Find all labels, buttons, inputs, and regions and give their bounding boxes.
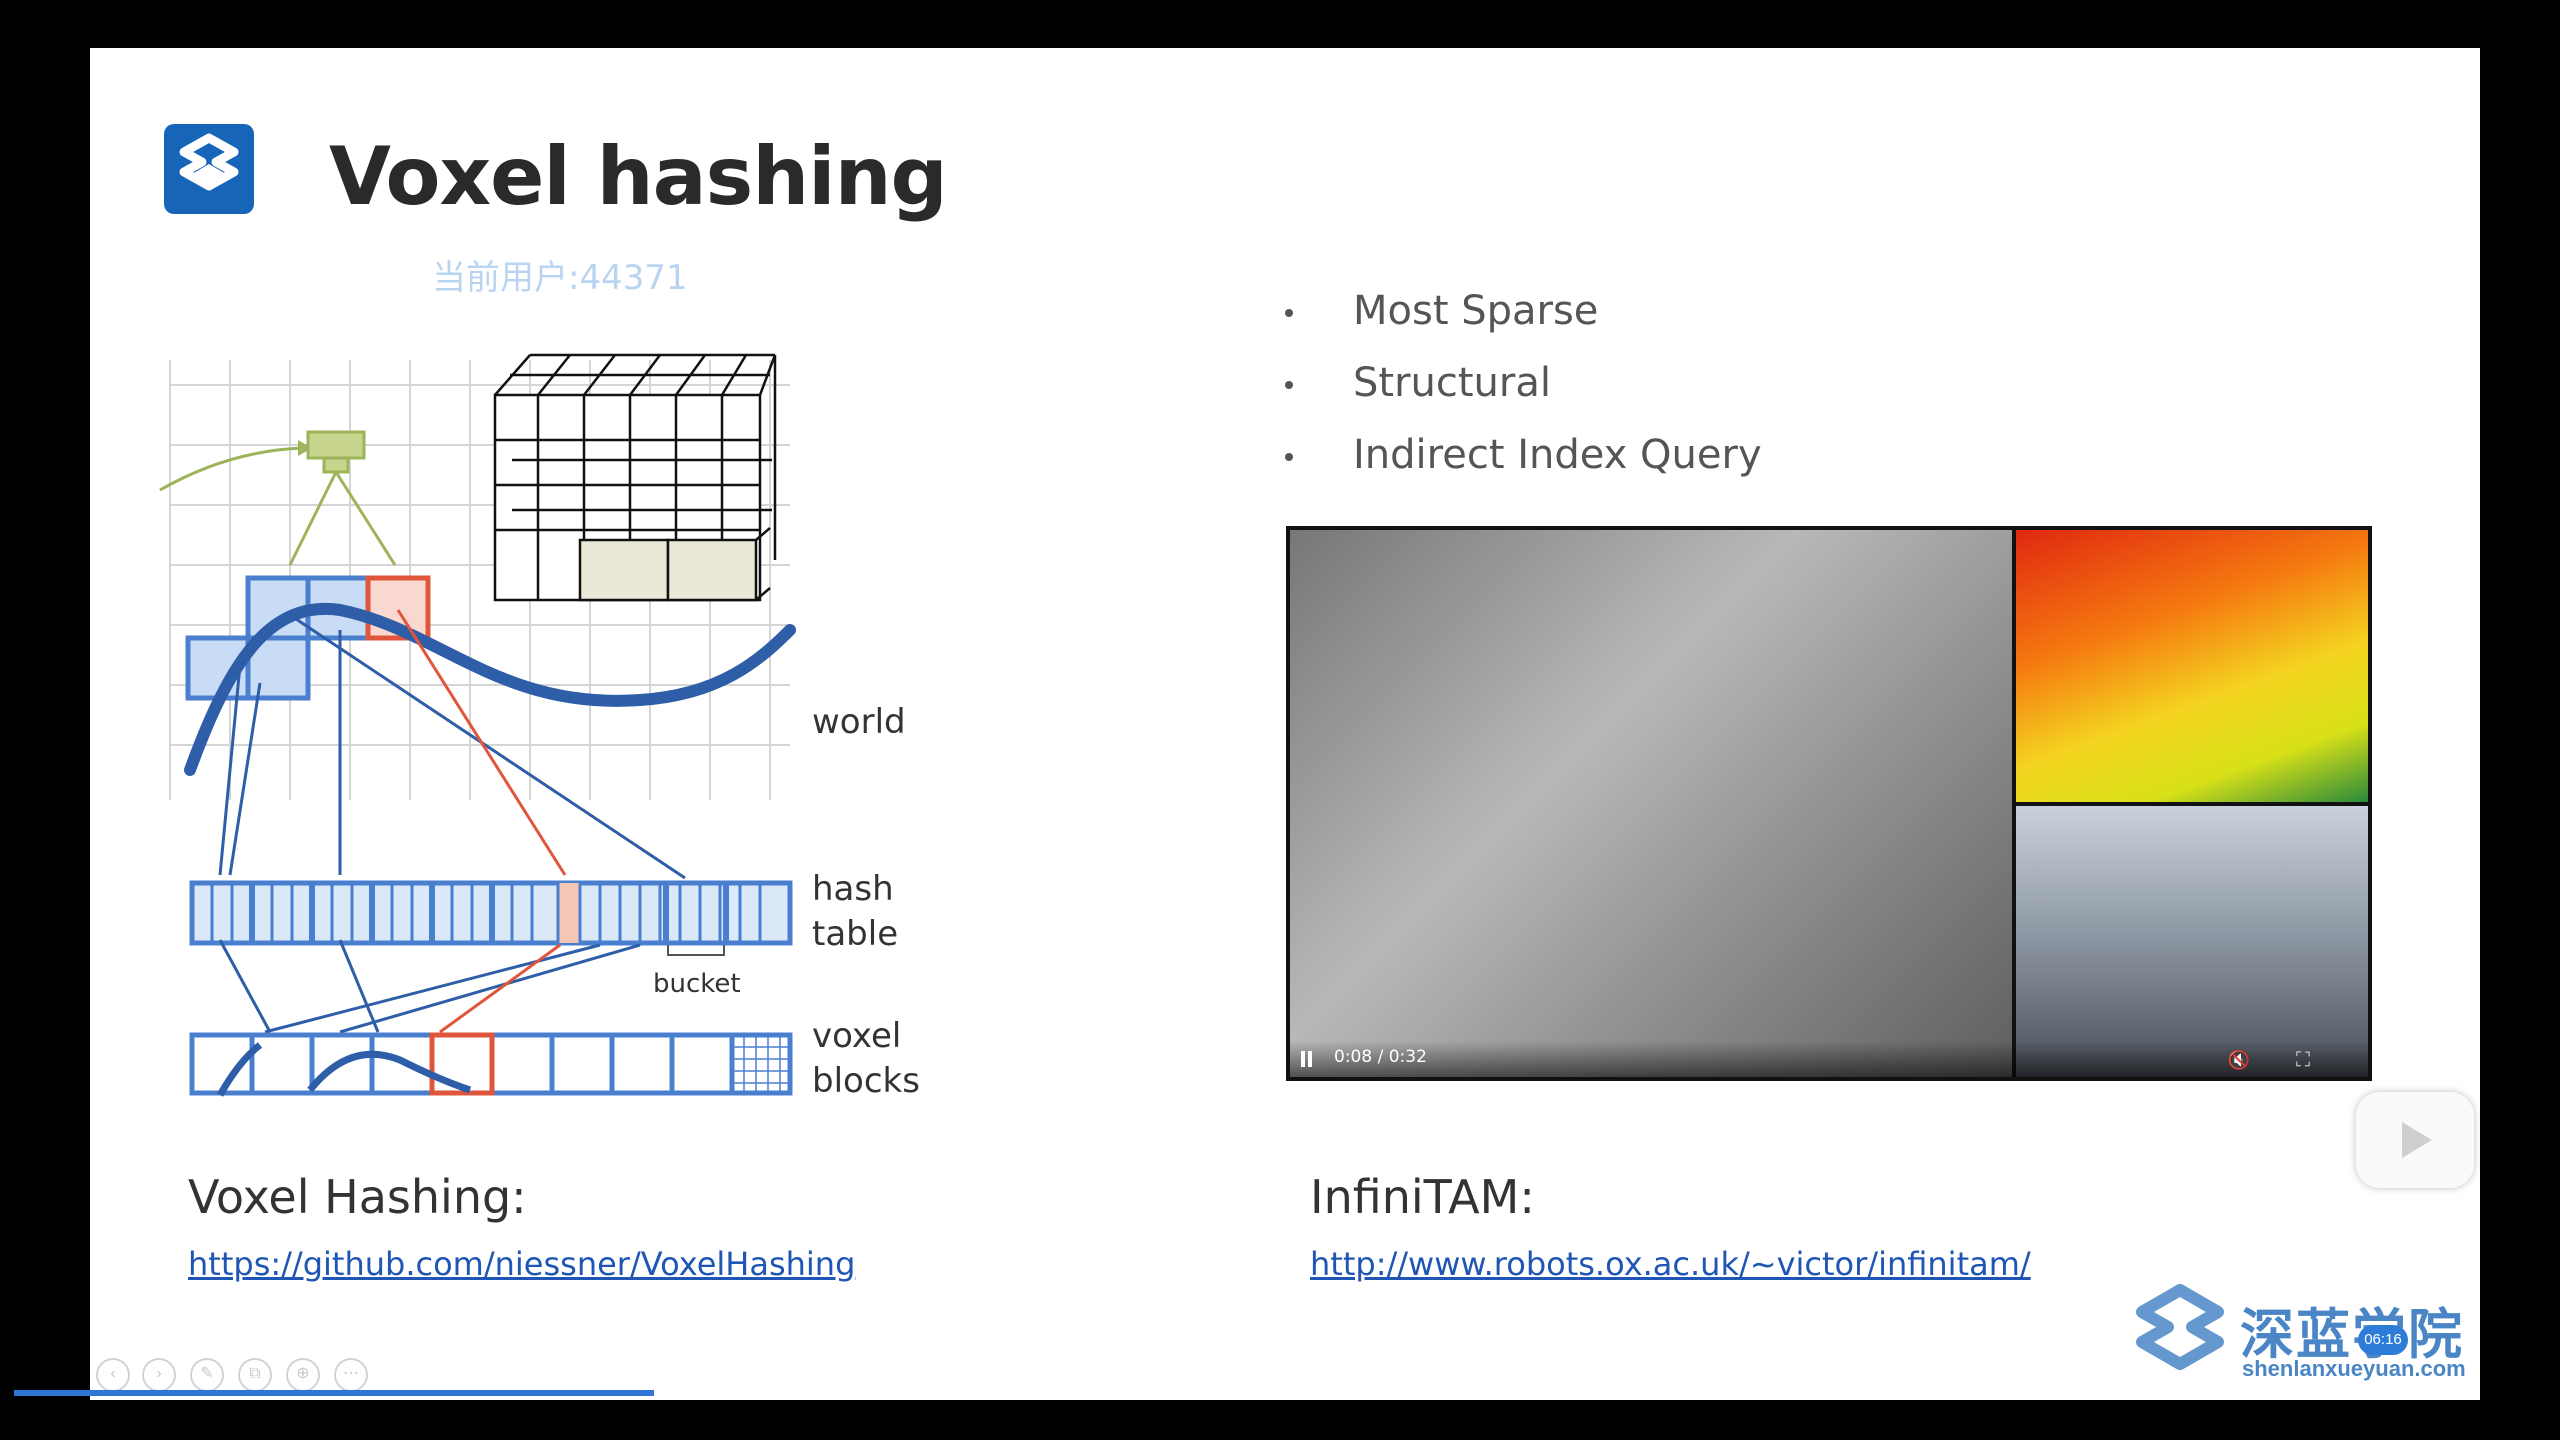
infinitam-link[interactable]: http://www.robots.ox.ac.uk/~victor/infin…	[1310, 1245, 2031, 1283]
voxel-cube	[495, 355, 775, 600]
hash-label: hash	[812, 869, 894, 909]
brand-logo-icon	[2130, 1282, 2230, 1382]
video-controls: 0:08 / 0:32 🔇 ⛶	[1290, 1041, 2368, 1077]
red-hash-arrow	[398, 610, 565, 875]
world-label: world	[812, 702, 906, 742]
user-watermark: 当前用户:44371	[432, 250, 688, 299]
slide-title: Voxel hashing	[329, 130, 947, 223]
brand-url: shenlanxueyuan.com	[2242, 1356, 2466, 1382]
more-icon[interactable]: ⋯	[334, 1358, 368, 1392]
pen-icon[interactable]: ✎	[190, 1358, 224, 1392]
copy-icon[interactable]: ⧉	[238, 1358, 272, 1392]
fullscreen-icon[interactable]: ⛶	[2296, 1049, 2310, 1072]
zoom-icon[interactable]: ⊕	[286, 1358, 320, 1392]
bullet-item: Most Sparse	[1285, 275, 1762, 347]
voxel-label: voxel	[812, 1016, 901, 1056]
table-label: table	[812, 914, 898, 954]
play-button[interactable]	[2356, 1092, 2474, 1188]
bullet-text: Indirect Index Query	[1353, 432, 1762, 478]
block-arrows	[220, 940, 640, 1032]
bucket-label: bucket	[653, 969, 741, 999]
playback-progress-bar[interactable]	[14, 1390, 654, 1396]
timer-badge: 06:16	[2358, 1325, 2408, 1355]
infinitam-video-player[interactable]: 0:08 / 0:32 🔇 ⛶	[1286, 526, 2372, 1081]
blocks-label: blocks	[812, 1061, 920, 1101]
camera-icon	[160, 432, 395, 565]
bullet-item: Indirect Index Query	[1285, 419, 1762, 491]
red-block-arrow	[440, 945, 560, 1032]
voxel-hashing-link[interactable]: https://github.com/niessner/VoxelHashing	[188, 1245, 855, 1283]
bullet-text: Structural	[1353, 360, 1551, 406]
bullet-dot	[1285, 309, 1293, 317]
voxel-hashing-caption: Voxel Hashing:	[188, 1170, 527, 1224]
bullet-item: Structural	[1285, 347, 1762, 419]
infinitam-caption: InfiniTAM:	[1310, 1170, 1535, 1224]
depth-view	[2016, 530, 2368, 802]
course-logo	[164, 124, 254, 214]
logo-icon	[164, 124, 254, 214]
next-icon[interactable]: ›	[142, 1358, 176, 1392]
reconstruction-view	[1290, 530, 2012, 1077]
volume-muted-icon[interactable]: 🔇	[2228, 1050, 2250, 1071]
pause-icon[interactable]	[1300, 1051, 1314, 1067]
brand-watermark: 深蓝学院 shenlanxueyuan.com	[2130, 1282, 2490, 1392]
video-time: 0:08 / 0:32	[1334, 1047, 1427, 1067]
slide-left-border	[14, 48, 90, 1400]
bullet-list: Most Sparse Structural Indirect Index Qu…	[1285, 275, 1762, 491]
prev-icon[interactable]: ‹	[96, 1358, 130, 1392]
bucket-bracket	[668, 945, 724, 955]
bullet-text: Most Sparse	[1353, 288, 1598, 334]
bullet-dot	[1285, 381, 1293, 389]
voxel-hashing-diagram: world hash table bucket voxel blocks	[140, 300, 920, 1130]
bullet-dot	[1285, 453, 1293, 461]
play-icon	[2402, 1122, 2432, 1158]
rgb-view	[2016, 806, 2368, 1077]
